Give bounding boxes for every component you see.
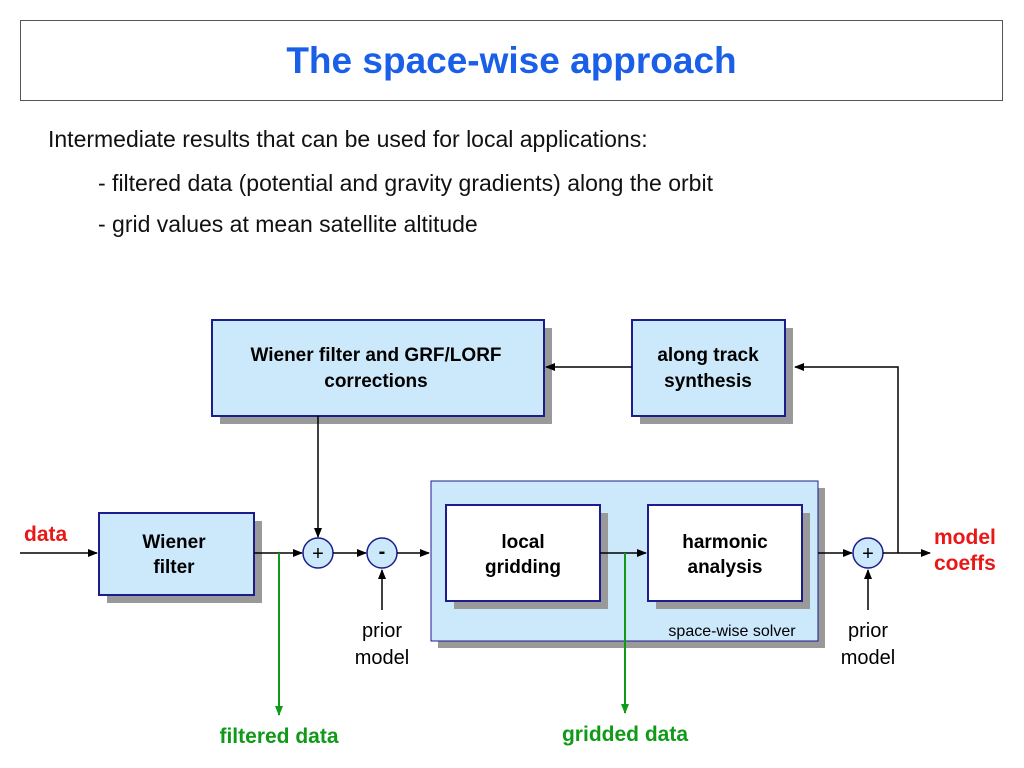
wiener-grf-label-line2: corrections	[324, 371, 427, 392]
prior-model-1-line1: prior	[362, 620, 402, 642]
connectors	[20, 363, 931, 610]
sum-node-1: +	[302, 537, 334, 569]
title-frame: The space-wise approach	[20, 20, 1003, 101]
harmonic-analysis-label-line2: analysis	[688, 557, 763, 578]
minus-sign: -	[379, 541, 386, 563]
difference-node: -	[366, 537, 398, 569]
prior-model-1-line2: model	[355, 647, 409, 669]
wiener-filter-label-line1: Wiener	[142, 532, 206, 553]
intro-text: Intermediate results that can be used fo…	[48, 126, 648, 152]
model-coeffs-label-line2: coeffs	[934, 552, 996, 575]
slide-title: The space-wise approach	[286, 39, 737, 81]
bullet-filtered-data: - filtered data (potential and gravity g…	[98, 170, 713, 196]
plus-sign-2: +	[862, 543, 874, 565]
model-coeffs-label-line1: model	[934, 526, 996, 549]
local-gridding-label-line1: local	[501, 532, 544, 553]
prior-model-2-line1: prior	[848, 620, 888, 642]
arrow-feedback-to-along-track	[794, 363, 899, 553]
along-track-label-line2: synthesis	[664, 371, 752, 392]
data-label: data	[24, 523, 68, 546]
wiener-grf-box: Wiener filter and GRF/LORF corrections	[211, 319, 552, 424]
prior-model-2-line2: model	[841, 647, 895, 669]
local-gridding-label-line2: gridding	[485, 557, 561, 578]
filtered-data-label: filtered data	[219, 725, 338, 748]
along-track-label-line1: along track	[657, 345, 759, 366]
solver-label: space-wise solver	[668, 623, 796, 640]
wiener-filter-label-line2: filter	[153, 557, 195, 578]
bullet-grid-values: - grid values at mean satellite altitude	[98, 211, 478, 237]
harmonic-analysis-box: harmonic analysis	[647, 504, 810, 609]
wiener-grf-label-line1: Wiener filter and GRF/LORF	[250, 345, 501, 366]
along-track-box: along track synthesis	[631, 319, 793, 424]
harmonic-analysis-label-line1: harmonic	[682, 532, 768, 553]
plus-sign-1: +	[312, 543, 324, 565]
green-connectors	[275, 553, 629, 716]
gridded-data-label: gridded data	[562, 723, 688, 746]
local-gridding-box: local gridding	[445, 504, 608, 609]
sum-node-2: +	[852, 537, 884, 569]
wiener-filter-box: Wiener filter	[98, 512, 262, 603]
